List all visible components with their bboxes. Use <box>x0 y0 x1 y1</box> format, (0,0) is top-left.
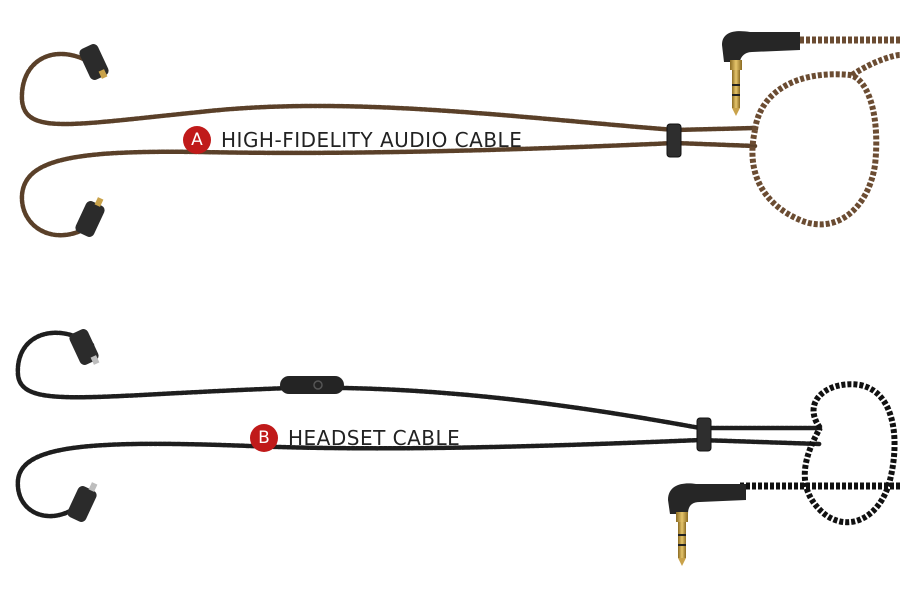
caption-a: HIGH-FIDELITY AUDIO CABLE <box>221 128 523 152</box>
cable-b-lower-connector <box>67 482 98 522</box>
cable-a-upper-wire <box>19 51 758 133</box>
cable-b-plug <box>668 483 746 566</box>
cable-b-upper-connector <box>69 329 100 365</box>
badge-b: B <box>250 424 278 452</box>
cable-a <box>19 31 900 238</box>
cable-a-lower-connector <box>75 197 105 237</box>
cable-b <box>15 329 900 566</box>
cable-a-lower-wire <box>19 140 758 238</box>
cable-b-main-loop <box>801 381 898 526</box>
cable-a-splitter <box>666 123 682 158</box>
caption-b: HEADSET CABLE <box>288 426 461 450</box>
cable-b-lower-wire <box>15 437 823 519</box>
cable-a-upper-connector <box>79 44 109 80</box>
badge-a: A <box>183 126 211 154</box>
cable-b-upper-wire <box>15 330 823 431</box>
label-a: A HIGH-FIDELITY AUDIO CABLE <box>183 126 522 154</box>
label-b: B HEADSET CABLE <box>250 424 460 452</box>
cable-b-remote <box>280 376 344 394</box>
cable-a-plug <box>722 31 800 116</box>
cable-a-main-loop <box>749 71 880 228</box>
cable-b-splitter <box>696 417 712 452</box>
